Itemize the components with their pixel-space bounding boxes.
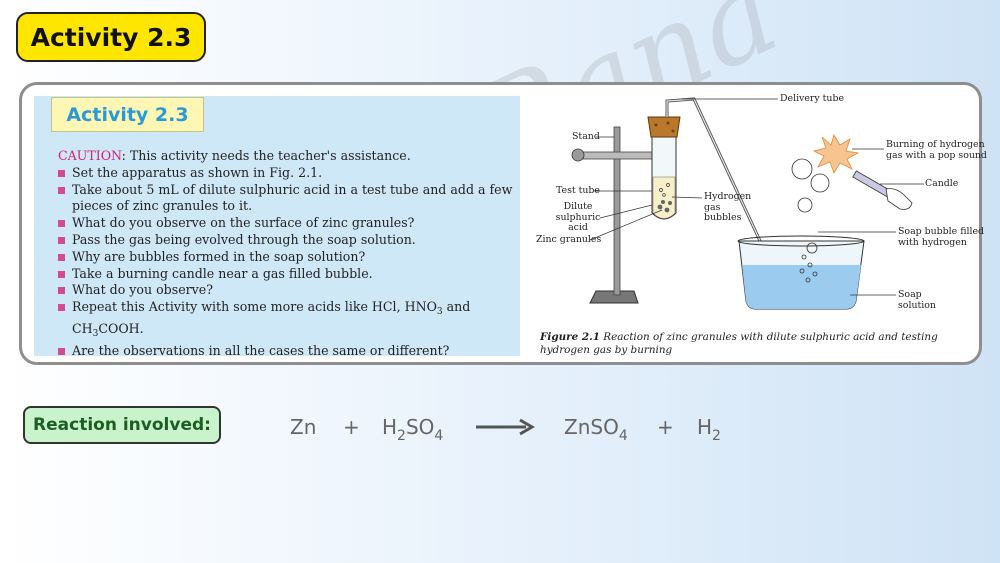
activity-step: Take about 5 mL of dilute sulphuric acid… — [58, 182, 518, 216]
label-burning-hydrogen: Burning of hydrogen gas with a pop sound — [886, 139, 987, 161]
activity-heading: Activity 2.3 — [51, 97, 204, 132]
label-dilute-acid: Dilute sulphuric acid — [555, 201, 601, 233]
plus-sign: + — [343, 415, 360, 439]
activity-step: Take a burning candle near a gas filled … — [58, 266, 518, 283]
activity-text: CAUTION: This activity needs the teacher… — [58, 148, 518, 360]
activity-step: What do you observe? — [58, 282, 518, 299]
figure-number: Figure 2.1 — [540, 331, 600, 343]
arrow-icon — [474, 416, 536, 441]
caution-text: : This activity needs the teacher's assi… — [121, 148, 411, 163]
activity-step: Why are bubbles formed in the soap solut… — [58, 249, 518, 266]
slide-title: Activity 2.3 — [16, 12, 206, 62]
label-candle: Candle — [925, 178, 959, 189]
activity-step: Pass the gas being evolved through the s… — [58, 232, 518, 249]
bullet-icon — [58, 287, 65, 295]
reactant-zn: Zn — [290, 415, 317, 439]
caution-label: CAUTION — [58, 148, 122, 163]
product-h2: H2 — [697, 415, 721, 444]
activity-step: Set the apparatus as shown in Fig. 2.1. — [58, 165, 518, 182]
apparatus-illustration — [571, 97, 924, 310]
product-znso4: ZnSO4 — [564, 415, 628, 444]
bullet-icon — [58, 169, 65, 177]
bullet-icon — [58, 270, 65, 278]
reactant-h2so4: H2SO4 — [382, 415, 444, 444]
caution-line: CAUTION: This activity needs the teacher… — [58, 148, 518, 165]
bullet-icon — [58, 304, 65, 312]
activity-panel: Activity 2.3 CAUTION: This activity need… — [34, 96, 520, 358]
label-zinc-granules: Zinc granules — [536, 234, 602, 245]
activity-step: Are the observations in all the cases th… — [58, 343, 518, 360]
label-soap-bubble: Soap bubble filled with hydrogen — [898, 226, 985, 248]
bullet-icon — [58, 253, 65, 261]
label-test-tube: Test tube — [556, 185, 600, 196]
label-soap-solution: Soap solution — [898, 289, 936, 311]
bullet-icon — [58, 236, 65, 244]
label-hydrogen-bubbles: Hydrogen gas bubbles — [704, 191, 752, 223]
figure-caption: Figure 2.1 Reaction of zinc granules wit… — [540, 331, 970, 357]
label-delivery-tube: Delivery tube — [780, 93, 845, 104]
bullet-icon — [58, 347, 65, 355]
apparatus-figure: Delivery tube Stand Burning of hydrogen … — [534, 93, 987, 357]
activity-step: What do you observe on the surface of zi… — [58, 215, 518, 232]
label-stand: Stand — [572, 131, 600, 142]
plus-sign: + — [657, 415, 674, 439]
activity-step: Repeat this Activity with some more acid… — [58, 299, 518, 343]
chemical-equation: Zn + H2SO4 ZnSO4 + H2 — [0, 415, 1000, 455]
bullet-icon — [58, 186, 65, 194]
bullet-icon — [58, 220, 65, 228]
activity-card: Activity 2.3 CAUTION: This activity need… — [19, 82, 987, 365]
reaction-label: Reaction involved: — [23, 406, 221, 444]
figure-caption-text: Reaction of zinc granules with dilute su… — [540, 331, 938, 356]
